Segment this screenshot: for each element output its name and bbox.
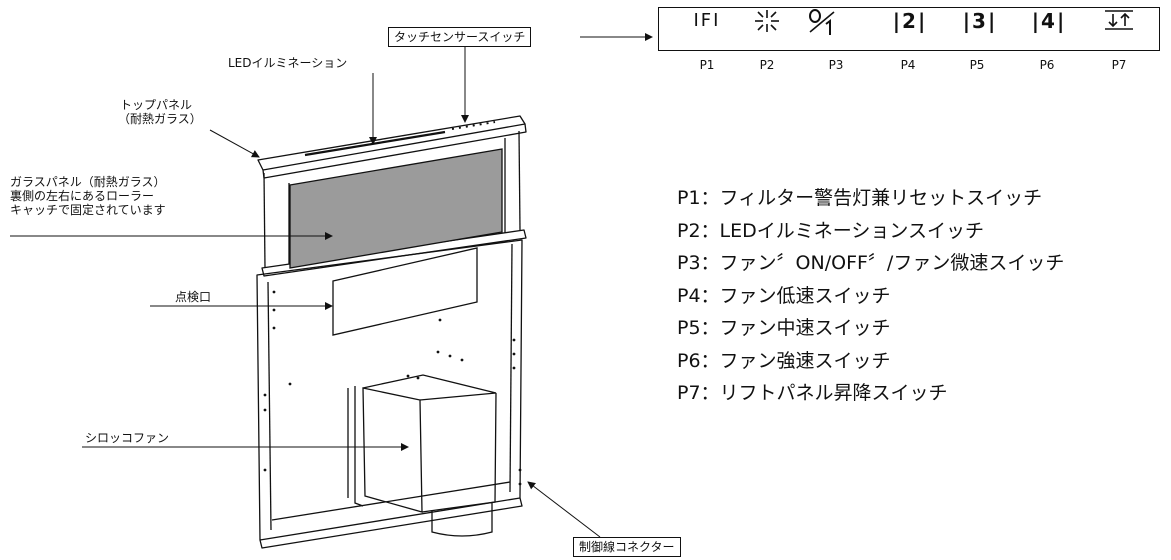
p3-label: P3 xyxy=(828,58,844,72)
touch-control-panel xyxy=(658,7,1160,51)
fan-top xyxy=(362,374,497,401)
touch-sensor-label: タッチセンサースイッチ xyxy=(388,27,532,47)
switch-legend: P1：フィルター警告灯兼リセットスイッチ P2：LEDイルミネーションスイッチ … xyxy=(677,182,1064,410)
speed-3-icon: |3| xyxy=(962,9,998,33)
legend-item-p4: P4：ファン低速スイッチ xyxy=(677,284,891,307)
filter-reset-icon: IFI xyxy=(693,10,721,31)
speed-2-icon: |2| xyxy=(892,9,928,33)
p1-label: P1 xyxy=(699,58,715,72)
legend-item-p5: P5：ファン中速スイッチ xyxy=(677,317,891,339)
legend-item-p7: P7：リフトパネル昇降スイッチ xyxy=(677,382,948,404)
p6-label: P6 xyxy=(1039,58,1055,72)
sirocco-fan-label: シロッコファン xyxy=(85,431,170,445)
inspection-port-label: 点検口 xyxy=(175,290,212,304)
p7-label: P7 xyxy=(1111,58,1127,72)
led-illumination-label: LEDイルミネーション xyxy=(228,56,348,70)
p5-label: P5 xyxy=(969,58,985,72)
inspection-port xyxy=(332,247,478,336)
glass-panel xyxy=(289,148,503,269)
left-upright xyxy=(263,172,266,269)
glass-panel-label: ガラスパネル（耐熱ガラス） 裏側の左右にあるローラー キャッチで固定されています xyxy=(10,175,166,217)
legend-item-p6: P6：ファン強速スイッチ xyxy=(677,349,891,372)
control-connector-label: 制御線コネクター xyxy=(573,537,681,557)
light-burst-icon xyxy=(737,8,797,40)
fan-side xyxy=(421,392,497,513)
fan-front xyxy=(362,387,423,513)
power-0-1-icon xyxy=(793,8,853,42)
legend-item-p2: P2：LEDイルミネーションスイッチ xyxy=(677,219,985,242)
p4-label: P4 xyxy=(900,58,916,72)
speed-4-icon: |4| xyxy=(1031,9,1067,33)
legend-item-p1: P1：フィルター警告灯兼リセットスイッチ xyxy=(677,187,1043,209)
p2-label: P2 xyxy=(759,58,775,72)
legend-item-p3: P3：ファン〞ON/OFF〞/ファン微速スイッチ xyxy=(677,252,1065,274)
top-panel-label: トップパネル （耐熱ガラス） xyxy=(118,98,202,126)
lift-panel-icon xyxy=(1089,8,1149,38)
